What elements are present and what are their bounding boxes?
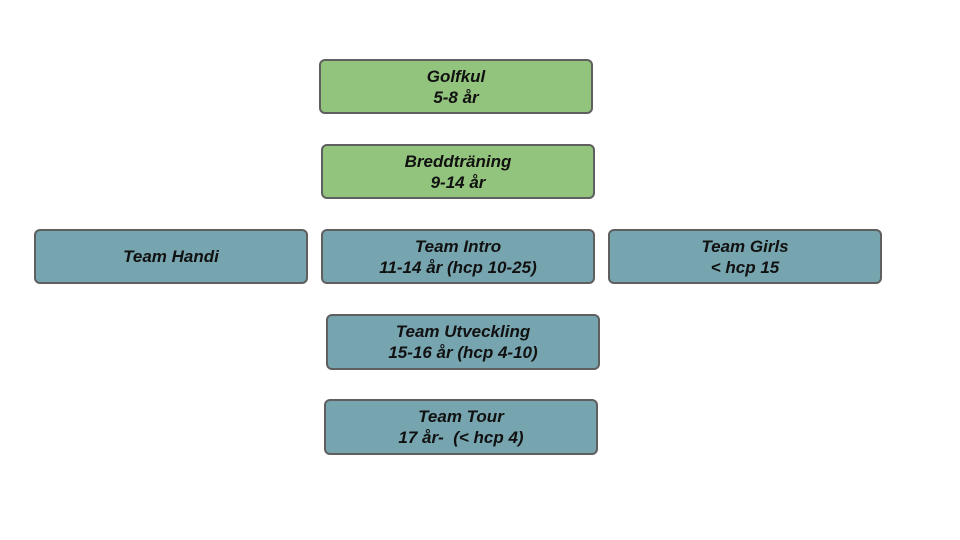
golfkul-title: Golfkul	[426, 66, 486, 86]
team-intro-title: Team Intro	[414, 236, 502, 256]
team-girls-box: Team Girls < hcp 15	[608, 229, 882, 284]
team-tour-box: Team Tour 17 år- (< hcp 4)	[324, 399, 598, 455]
team-utveckling-box: Team Utveckling 15-16 år (hcp 4-10)	[326, 314, 600, 370]
team-utveckling-details: 15-16 år (hcp 4-10)	[388, 343, 538, 362]
team-girls-details: < hcp 15	[710, 257, 780, 277]
team-handi-title: Team Handi	[123, 247, 219, 266]
team-handi-box: Team Handi	[34, 229, 308, 284]
team-tour-title: Team Tour	[418, 407, 504, 426]
golfkul-age: 5-8 år	[433, 87, 479, 107]
team-intro-box: Team Intro 11-14 år (hcp 10-25)	[321, 229, 595, 284]
breddtraning-age: 9-14 år	[430, 172, 486, 192]
team-utveckling-title: Team Utveckling	[395, 322, 531, 341]
team-intro-details: 11-14 år (hcp 10-25)	[379, 257, 537, 277]
breddtraning-box: Breddträning 9-14 år	[321, 144, 595, 199]
golfkul-box: Golfkul 5-8 år	[319, 59, 593, 114]
team-tour-details: 17 år- (< hcp 4)	[398, 428, 524, 447]
team-girls-title: Team Girls	[701, 236, 789, 256]
breddtraning-title: Breddträning	[404, 151, 512, 171]
